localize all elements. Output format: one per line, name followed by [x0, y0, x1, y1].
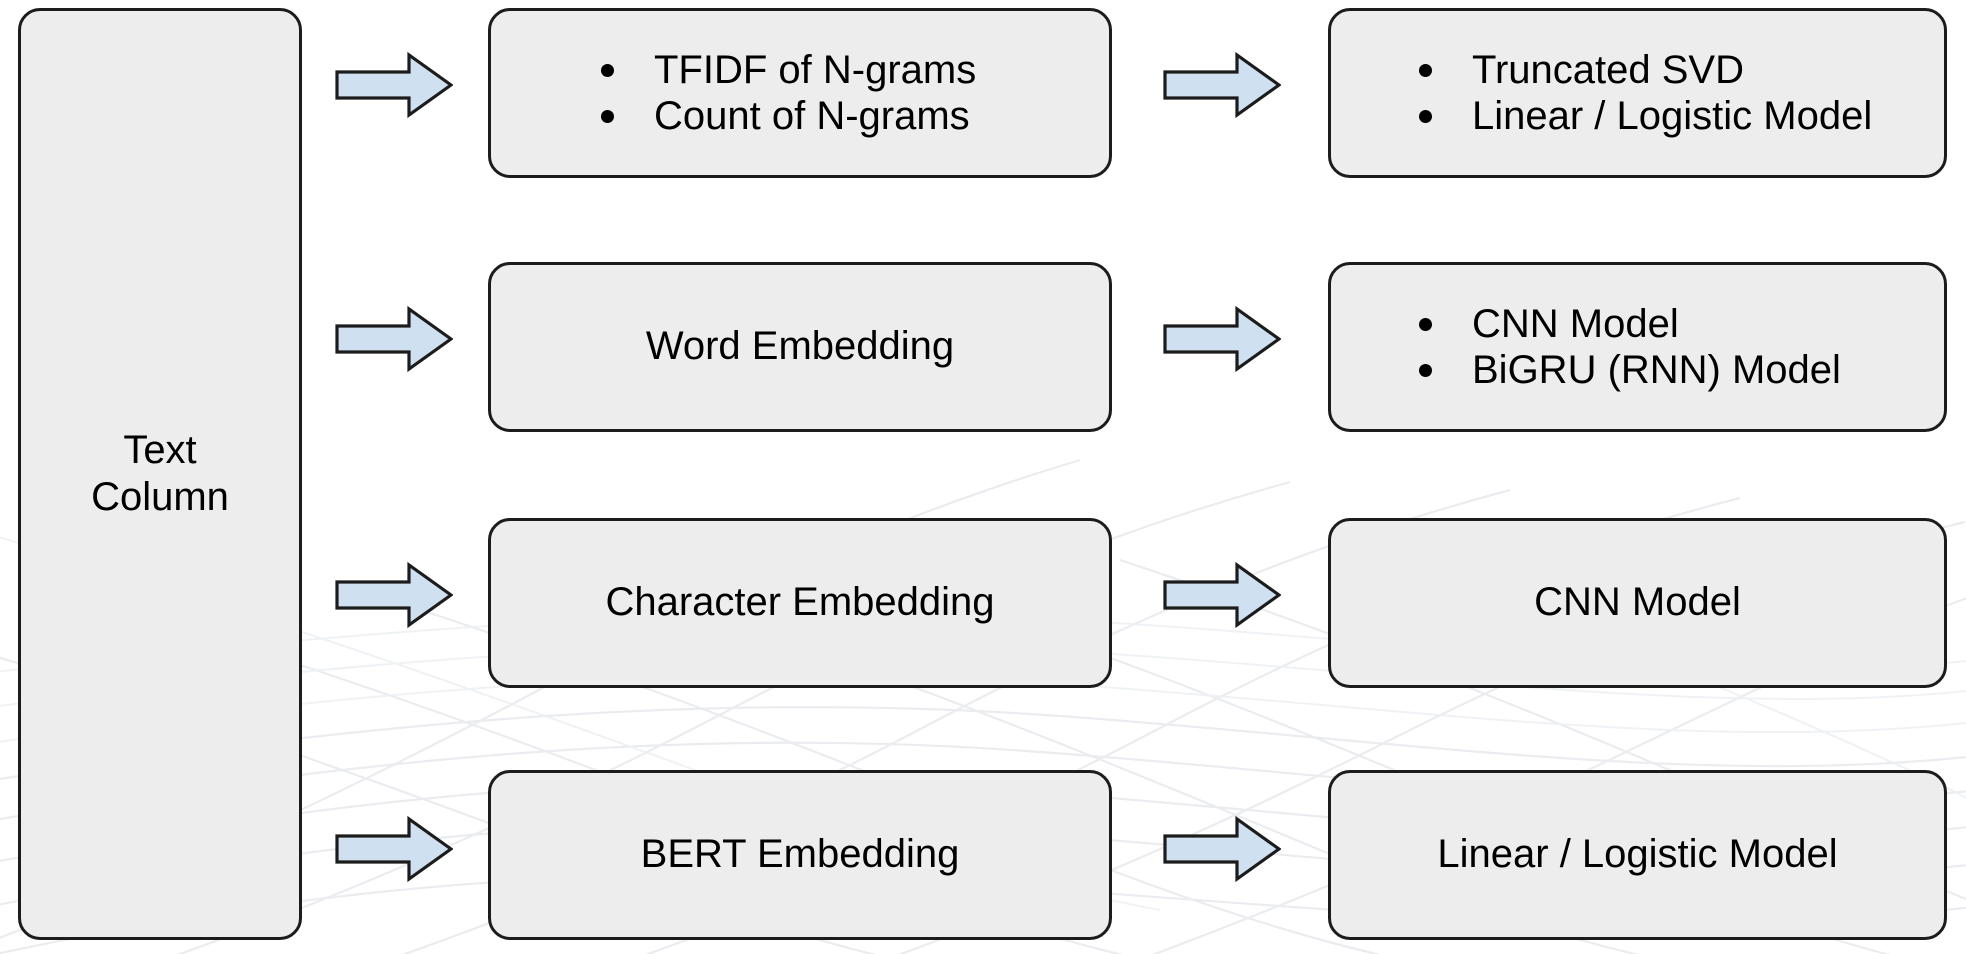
feature-bullet-list-row-1: TFIDF of N-grams Count of N-grams [491, 44, 1109, 142]
text-column-label: Text Column [91, 427, 229, 519]
feature-box-row-1[interactable]: TFIDF of N-grams Count of N-grams [488, 8, 1112, 178]
text-column-box[interactable]: Text Column [18, 8, 302, 940]
list-item: Truncated SVD [1419, 50, 1944, 90]
model-bullet-list-row-1: Truncated SVD Linear / Logistic Model [1331, 44, 1944, 142]
right-arrow-icon [1163, 816, 1281, 882]
right-arrow-icon [335, 816, 453, 882]
bullet-dot-icon [1419, 363, 1432, 377]
list-item: TFIDF of N-grams [601, 50, 1109, 90]
feature-box-row-4[interactable]: BERT Embedding [488, 770, 1112, 940]
list-item: BiGRU (RNN) Model [1419, 350, 1944, 390]
right-arrow-icon [1163, 562, 1281, 628]
list-item: CNN Model [1419, 304, 1944, 344]
bullet-dot-icon [1419, 63, 1432, 77]
bullet-dot-icon [1419, 109, 1432, 123]
model-box-row-2[interactable]: CNN Model BiGRU (RNN) Model [1328, 262, 1947, 432]
feature-label-row-3: Character Embedding [605, 580, 995, 625]
list-item-label: BiGRU (RNN) Model [1472, 348, 1841, 392]
feature-box-row-2[interactable]: Word Embedding [488, 262, 1112, 432]
feature-label-row-2: Word Embedding [645, 324, 955, 369]
list-item: Linear / Logistic Model [1419, 96, 1944, 136]
right-arrow-icon [1163, 306, 1281, 372]
model-bullet-list-row-2: CNN Model BiGRU (RNN) Model [1331, 298, 1944, 396]
list-item: Count of N-grams [601, 96, 1109, 136]
bullet-dot-icon [1419, 317, 1432, 331]
list-item-label: Truncated SVD [1472, 48, 1744, 92]
bullet-dot-icon [601, 63, 614, 77]
list-item-label: Linear / Logistic Model [1472, 94, 1873, 138]
model-label-row-3: CNN Model [1534, 580, 1741, 625]
feature-label-row-4: BERT Embedding [640, 832, 960, 877]
right-arrow-icon [335, 562, 453, 628]
model-box-row-4[interactable]: Linear / Logistic Model [1328, 770, 1947, 940]
list-item-label: TFIDF of N-grams [654, 48, 977, 92]
bullet-dot-icon [601, 109, 614, 123]
model-box-row-3[interactable]: CNN Model [1328, 518, 1947, 688]
list-item-label: Count of N-grams [654, 94, 970, 138]
right-arrow-icon [335, 52, 453, 118]
right-arrow-icon [335, 306, 453, 372]
model-label-row-4: Linear / Logistic Model [1437, 832, 1838, 877]
list-item-label: CNN Model [1472, 302, 1679, 346]
model-box-row-1[interactable]: Truncated SVD Linear / Logistic Model [1328, 8, 1947, 178]
right-arrow-icon [1163, 52, 1281, 118]
feature-box-row-3[interactable]: Character Embedding [488, 518, 1112, 688]
